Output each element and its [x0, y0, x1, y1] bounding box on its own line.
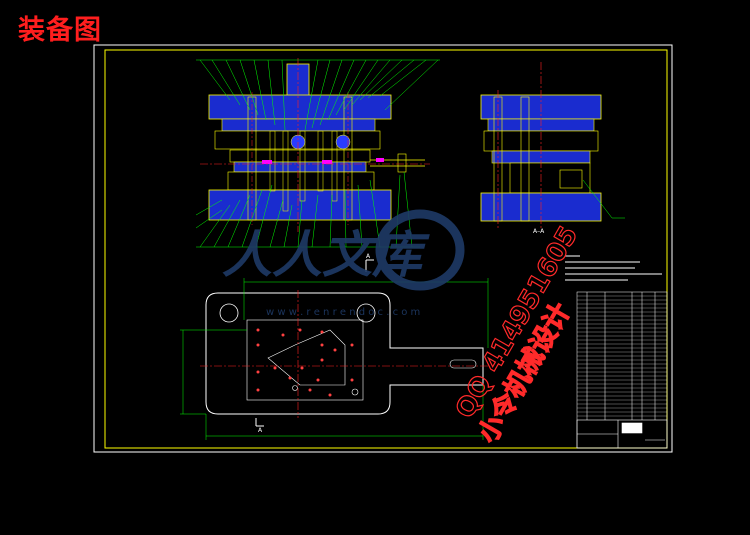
sheet-inner-frame — [104, 49, 668, 449]
sheet-outer-frame — [93, 44, 673, 453]
title-block — [576, 419, 668, 449]
front-view — [195, 58, 440, 248]
watermark: 人人文库 w w w . r e n r e n d o c . c o m — [222, 209, 465, 318]
watermark-url: w w w . r e n r e n d o c . c o m — [266, 307, 420, 318]
section-view-a-a: A–A — [480, 62, 625, 235]
plan-view: A A — [180, 253, 490, 440]
page-title: 装备图 — [18, 15, 102, 46]
section-marker-bottom: A — [258, 427, 263, 434]
parts-list-rows — [577, 295, 667, 417]
section-label: A–A — [533, 228, 545, 235]
section-marker-top: A — [366, 253, 371, 260]
technical-notes — [565, 255, 662, 281]
watermark-brand: 人人文库 — [222, 226, 430, 284]
